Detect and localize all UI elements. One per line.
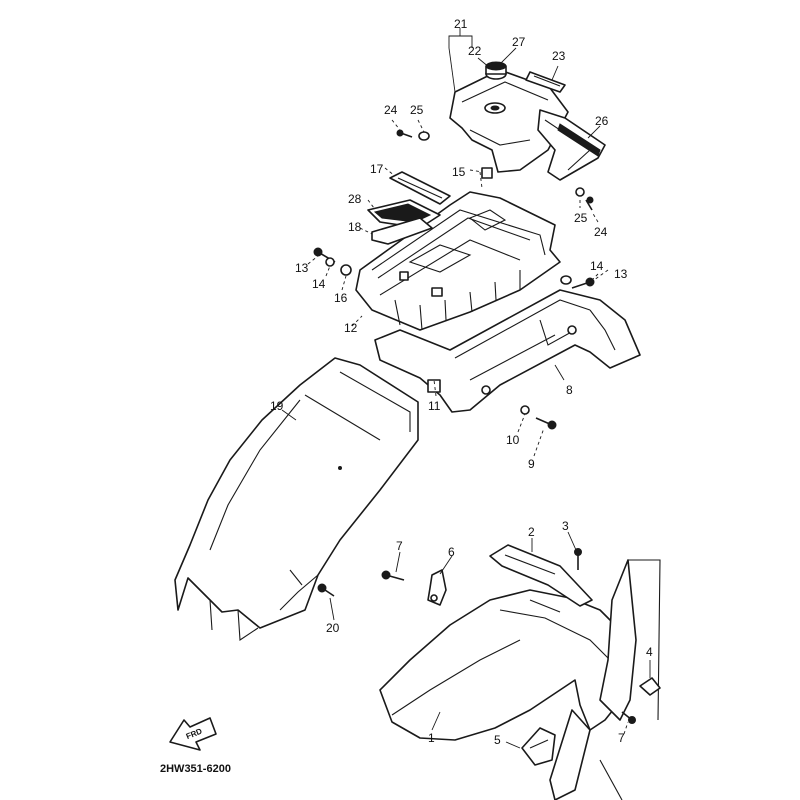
emblem-strip-part bbox=[525, 71, 566, 93]
callout-3: 3 bbox=[562, 519, 569, 533]
tray-part bbox=[355, 191, 561, 331]
callout-10: 10 bbox=[506, 433, 520, 447]
bracket-2 bbox=[489, 544, 593, 607]
callout-13-right: 13 bbox=[614, 267, 628, 281]
rear-fender-part bbox=[174, 357, 419, 641]
callout-26: 26 bbox=[595, 114, 609, 128]
callout-4: 4 bbox=[646, 645, 653, 659]
callout-13-left: 13 bbox=[295, 261, 309, 275]
callout-16: 16 bbox=[334, 291, 348, 305]
callout-28: 28 bbox=[348, 192, 362, 206]
callout-22: 22 bbox=[468, 44, 482, 58]
callout-labels: 21 22 27 23 26 24 25 15 17 28 18 13 14 1… bbox=[270, 17, 653, 747]
callout-20: 20 bbox=[326, 621, 340, 635]
screw-24-right bbox=[585, 196, 594, 211]
side-cover-part bbox=[537, 109, 606, 181]
callout-14-right: 14 bbox=[590, 259, 604, 273]
strap-17 bbox=[389, 171, 451, 205]
callout-25-right: 25 bbox=[574, 211, 588, 225]
front-fender-part bbox=[379, 589, 631, 741]
washer-25-right bbox=[575, 187, 585, 197]
pad-18 bbox=[371, 217, 433, 245]
bracket-part bbox=[374, 289, 641, 413]
bolt-9 bbox=[535, 417, 557, 430]
fork-tube-right bbox=[599, 559, 661, 800]
part-code: 2HW351-6200 bbox=[160, 763, 231, 775]
leader-lines bbox=[281, 28, 651, 749]
callout-25-left: 25 bbox=[410, 103, 424, 117]
bolt-7-left bbox=[381, 570, 405, 581]
callout-14-left: 14 bbox=[312, 277, 326, 291]
callout-17: 17 bbox=[370, 162, 384, 176]
callout-6: 6 bbox=[448, 545, 455, 559]
callout-19: 19 bbox=[270, 399, 284, 413]
seat-cover-part bbox=[449, 69, 569, 173]
callout-11: 11 bbox=[428, 399, 441, 413]
callout-18: 18 bbox=[348, 220, 362, 234]
callout-21: 21 bbox=[454, 17, 468, 31]
clip-15 bbox=[481, 167, 493, 179]
callout-7-left: 7 bbox=[396, 539, 403, 553]
callout-9: 9 bbox=[528, 457, 535, 471]
callout-24-left: 24 bbox=[384, 103, 398, 117]
grommet-11 bbox=[427, 379, 441, 393]
callout-1: 1 bbox=[428, 731, 435, 745]
bracket-6 bbox=[427, 569, 447, 606]
callout-7-right: 7 bbox=[618, 731, 625, 745]
washer-14-left bbox=[325, 257, 335, 267]
nut-16 bbox=[340, 264, 352, 276]
bolt-3 bbox=[574, 548, 582, 570]
forward-arrow-icon: FRD bbox=[169, 717, 217, 751]
callout-5: 5 bbox=[494, 733, 501, 747]
screw-24-left bbox=[396, 129, 413, 138]
fork-tube-left bbox=[549, 709, 591, 800]
callout-23: 23 bbox=[552, 49, 566, 63]
bolt-20 bbox=[317, 583, 335, 597]
guide-4 bbox=[639, 677, 661, 696]
callout-27: 27 bbox=[512, 35, 526, 49]
callout-12: 12 bbox=[344, 321, 358, 335]
callout-15: 15 bbox=[452, 165, 466, 179]
cap-part bbox=[485, 61, 507, 80]
washer-25-left bbox=[418, 131, 430, 141]
bolt-7-right bbox=[621, 711, 636, 724]
washer-14-right bbox=[560, 275, 572, 285]
holder-5 bbox=[521, 727, 556, 766]
callout-24-right: 24 bbox=[594, 225, 608, 239]
collar-10 bbox=[520, 405, 530, 415]
callout-8: 8 bbox=[566, 383, 573, 397]
callout-2: 2 bbox=[528, 525, 535, 539]
bolt-13-right bbox=[571, 277, 595, 289]
